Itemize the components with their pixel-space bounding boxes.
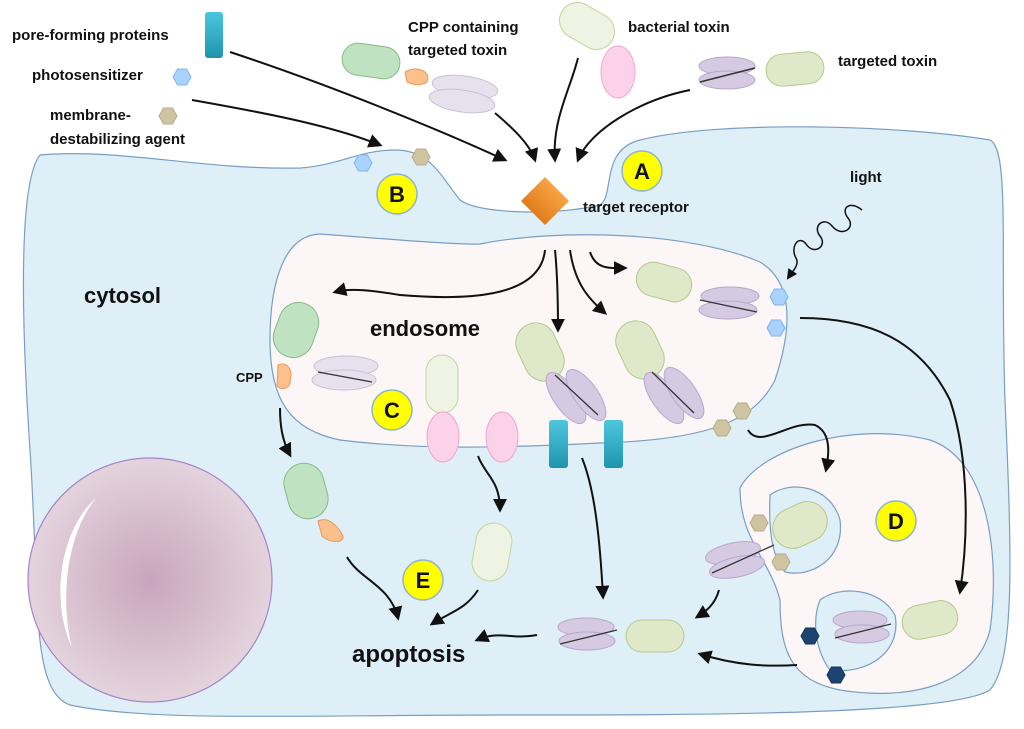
cpp-toxin-in-cytosol xyxy=(283,462,344,543)
arrow-bacterial-exit xyxy=(477,455,507,513)
target-receptor-icon xyxy=(520,176,570,226)
label-target-receptor: target receptor xyxy=(583,199,689,216)
membrane-agent-icon xyxy=(158,107,178,125)
toxin-in-vesicle-lower xyxy=(800,600,959,684)
label-targeted-toxin: targeted toxin xyxy=(838,53,937,70)
label-apoptosis: apoptosis xyxy=(352,641,465,668)
targeted-toxin-in-endosome-3 xyxy=(635,261,760,320)
arrow-cpp-exit xyxy=(278,407,292,458)
membrane-agent-endosome-1 xyxy=(732,402,752,420)
targeted-toxin-icon xyxy=(698,51,825,90)
badge-b-label: B xyxy=(389,182,405,207)
targeted-toxin-in-endosome-1 xyxy=(515,322,607,425)
label-cpp: CPP xyxy=(236,370,263,385)
arrow-endo-4 xyxy=(589,251,628,276)
badge-a-label: A xyxy=(634,159,650,184)
arrow-vesicle-upper-out xyxy=(694,589,720,619)
arrow-endo-3 xyxy=(569,249,608,315)
badge-a: A xyxy=(621,150,663,192)
arrow-targeted xyxy=(575,89,691,163)
arrow-cpp-apoptosis xyxy=(346,556,403,621)
light-wave-icon xyxy=(786,204,863,280)
arrow-cpp-toxin xyxy=(494,112,539,163)
arrow-bacterial xyxy=(547,57,579,163)
arrow-light-exit xyxy=(799,317,969,595)
photosensitizer-endosome-2 xyxy=(766,319,786,337)
arrow-pore xyxy=(229,51,508,162)
photosensitizer-icon xyxy=(172,68,192,86)
toxin-in-vesicle-upper xyxy=(705,501,828,579)
targeted-toxin-in-endosome-2 xyxy=(615,320,705,425)
label-light: light xyxy=(850,169,882,186)
arrow-endo-2 xyxy=(550,249,565,333)
badge-c: C xyxy=(371,389,413,431)
photosensitizer-endosome-1 xyxy=(769,288,789,306)
badge-d: D xyxy=(875,500,917,542)
badge-e-label: E xyxy=(416,568,431,593)
label-membrane-agent-2: destabilizing agent xyxy=(50,131,185,148)
photosensitizer-membrane xyxy=(353,154,373,172)
cpp-targeted-toxin-icon xyxy=(341,42,499,114)
pore-protein-1 xyxy=(549,420,568,468)
nucleus xyxy=(27,457,273,703)
arrow-pore-exit xyxy=(581,457,610,600)
bacterial-toxin-in-endosome xyxy=(425,354,519,463)
pore-forming-protein-icon xyxy=(205,12,223,58)
label-cytosol: cytosol xyxy=(84,283,161,308)
label-pore-forming: pore-forming proteins xyxy=(12,27,169,44)
pore-protein-2 xyxy=(604,420,623,468)
targeted-toxin-in-cytosol xyxy=(557,617,685,653)
label-bacterial-toxin: bacterial toxin xyxy=(628,19,730,36)
badge-c-label: C xyxy=(384,398,400,423)
label-membrane-agent-1: membrane- xyxy=(50,107,131,124)
membrane-agent-endosome-2 xyxy=(712,419,732,437)
badge-b: B xyxy=(376,173,418,215)
bacterial-fragment-in-cytosol xyxy=(471,522,513,582)
nucleus-highlight xyxy=(60,498,96,648)
label-cpp-toxin-1: CPP containing xyxy=(408,19,519,36)
badge-e: E xyxy=(402,559,444,601)
badge-d-label: D xyxy=(888,509,904,534)
membrane-agent-membrane xyxy=(411,148,431,166)
arrow-photosensitizer xyxy=(191,99,383,148)
arrow-vesicle-lower-out xyxy=(697,650,798,667)
arrow-targeted-apoptosis xyxy=(474,629,538,642)
label-photosensitizer: photosensitizer xyxy=(32,67,143,84)
label-cpp-toxin-2: targeted toxin xyxy=(408,42,507,59)
bacterial-toxin-icon xyxy=(558,2,636,99)
cpp-toxin-in-endosome xyxy=(272,301,379,391)
label-endosome: endosome xyxy=(370,316,480,341)
arrow-endo-1 xyxy=(332,249,546,299)
arrow-to-autophagy xyxy=(747,423,836,473)
arrow-bacterial-apoptosis xyxy=(429,589,479,626)
